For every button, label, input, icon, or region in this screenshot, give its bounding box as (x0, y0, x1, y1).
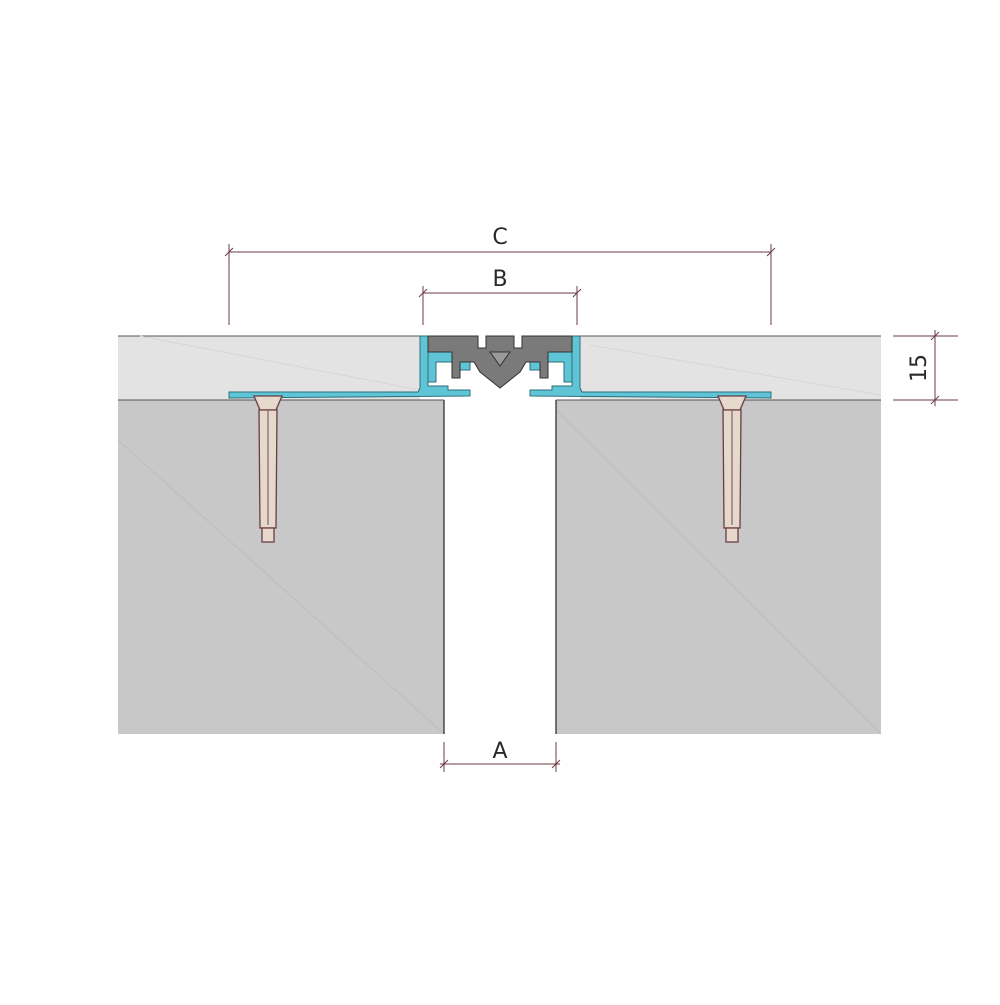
dimension-b (418, 286, 582, 325)
dimension-a (439, 742, 561, 772)
right-concrete-slab (555, 400, 882, 735)
left-concrete-slab (117, 400, 445, 735)
right-screed-layer (556, 335, 882, 401)
dimension-c-label: C (492, 225, 507, 250)
dimension-c (224, 244, 776, 325)
dimension-thickness-label: 15 (907, 354, 932, 382)
left-anchor (253, 395, 283, 543)
left-screed-layer (118, 335, 444, 401)
rubber-insert (427, 335, 573, 389)
right-anchor (717, 395, 747, 543)
dimension-a-label: A (492, 739, 507, 764)
dimension-thickness (893, 330, 958, 406)
dimension-b-label: B (492, 267, 507, 292)
